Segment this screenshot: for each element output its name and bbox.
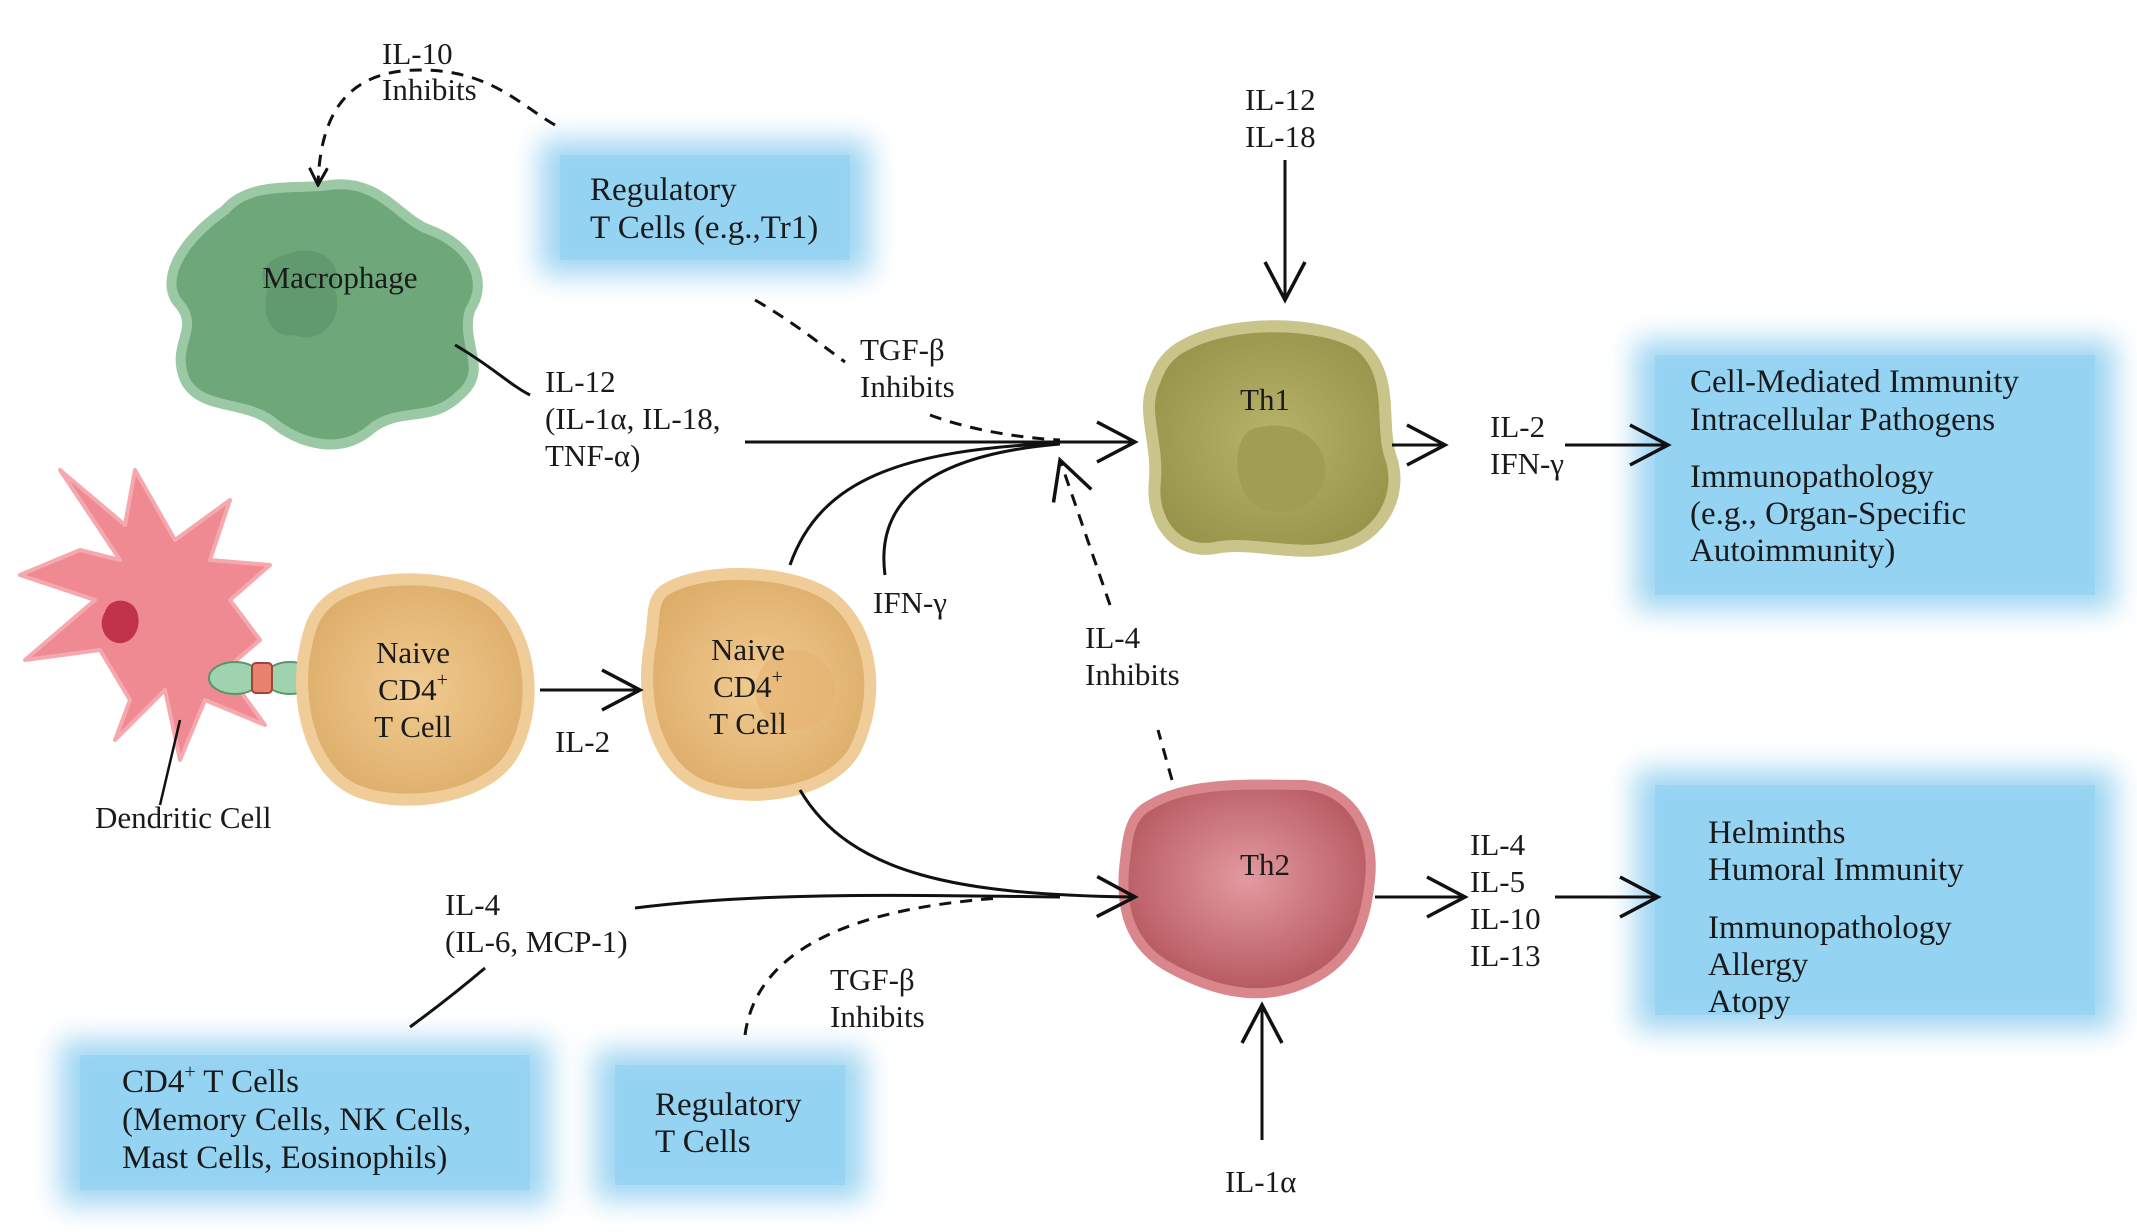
th2-result-line4: Allergy (1708, 947, 1809, 983)
naive-2-line2: CD4+ (713, 666, 783, 704)
ifng-label: IFN-γ (873, 585, 947, 620)
treg-top-box: Regulatory T Cells (e.g.,Tr1) (540, 140, 870, 275)
cd4-source-line2: (Memory Cells, NK Cells, (122, 1102, 471, 1138)
receptor-synapse-icon (208, 661, 319, 695)
th1-result-line5: Autoimmunity) (1690, 533, 1895, 569)
tgf-top-dash-1 (754, 298, 846, 364)
il4-inhibit-dash-lower (1156, 729, 1174, 781)
th1-cell: Th1 (1142, 320, 1401, 557)
macrophage-label: Macrophage (263, 260, 418, 295)
tgf-top-label-1: TGF-β (860, 332, 945, 367)
dendritic-cell (18, 468, 272, 762)
th2-output-label-4: IL-13 (1470, 938, 1541, 973)
th1-output-label-1: IL-2 (1490, 409, 1545, 444)
th2-cell: Th2 (1118, 779, 1376, 999)
il10-inhibit-arrow (318, 68, 556, 185)
naive-1-line1: Naive (376, 635, 450, 670)
ifng-feedback-curve (882, 442, 1061, 576)
th2-result-line3: Immunopathology (1708, 910, 1952, 946)
naive-1-line2: CD4+ (378, 669, 448, 707)
tgf-top-dash-2 (929, 413, 1061, 442)
cd4-source-line1: CD4+ T Cells (122, 1061, 299, 1100)
cd4-source-box: CD4+ T Cells (Memory Cells, NK Cells, Ma… (60, 1040, 550, 1205)
naive-1-line3: T Cell (374, 709, 452, 744)
tgf-top-label-2: Inhibits (860, 369, 955, 404)
tgf-bottom-dash (743, 896, 1001, 1036)
il10-label-1: IL-10 (382, 36, 453, 71)
th2-result-box: Helminths Humoral Immunity Immunopatholo… (1635, 770, 2115, 1030)
th2-output-label-3: IL-10 (1470, 901, 1541, 936)
th1-result-line2: Intracellular Pathogens (1690, 402, 1995, 438)
naive-2-line3: T Cell (709, 706, 787, 741)
macrophage-cell: Macrophage (166, 179, 483, 450)
il4-to-th2-curve (634, 893, 1061, 910)
naive2-to-th2-curve (798, 789, 1139, 919)
il12-label-3: TNF-α) (545, 438, 640, 473)
th1-result-line3: Immunopathology (1690, 459, 1934, 495)
th1-input-label-1: IL-12 (1245, 82, 1316, 117)
il10-label-2: Inhibits (382, 72, 477, 107)
th2-result-line5: Atopy (1708, 984, 1791, 1020)
naive-cd4-cell-2: Naive CD4+ T Cell (641, 567, 877, 801)
th2-result-line1: Helminths (1708, 815, 1846, 851)
naive-2-line1: Naive (711, 632, 785, 667)
naive2-to-th1-curve (788, 441, 1061, 566)
treg-bottom-line2: T Cells (655, 1124, 751, 1160)
il4-label-2: (IL-6, MCP-1) (445, 924, 628, 959)
il1a-label: IL-1α (1225, 1164, 1296, 1199)
th1-label: Th1 (1240, 382, 1290, 417)
il4-inhibit-arrow (1051, 456, 1112, 606)
tgf-bottom-label-1: TGF-β (830, 962, 915, 997)
th1-result-line1: Cell-Mediated Immunity (1690, 364, 2020, 400)
cd4-source-line3: Mast Cells, Eosinophils) (122, 1140, 447, 1176)
treg-top-line2: T Cells (e.g.,Tr1) (590, 210, 818, 246)
th1-result-line4: (e.g., Organ-Specific (1690, 496, 1966, 532)
th1-input-label-2: IL-18 (1245, 119, 1316, 154)
treg-bottom-box: Regulatory T Cells (595, 1050, 865, 1200)
dendritic-pointer (158, 719, 182, 806)
th2-output-label-2: IL-5 (1470, 864, 1525, 899)
il12-label-2: (IL-1α, IL-18, (545, 401, 720, 436)
macrophage-il12-pointer (454, 343, 531, 397)
tgf-bottom-label-2: Inhibits (830, 999, 925, 1034)
dendritic-label: Dendritic Cell (95, 800, 271, 835)
il4-inhibit-label-2: Inhibits (1085, 657, 1180, 692)
il12-label-1: IL-12 (545, 364, 616, 399)
il4-label-1: IL-4 (445, 887, 501, 922)
treg-bottom-line1: Regulatory (655, 1087, 802, 1123)
naive-cd4-cell-1: Naive CD4+ T Cell (296, 573, 535, 806)
il2-label: IL-2 (555, 724, 610, 759)
cd4-box-pointer (409, 966, 486, 1029)
treg-top-line1: Regulatory (590, 172, 737, 208)
th2-label: Th2 (1240, 847, 1290, 882)
th1-result-box: Cell-Mediated Immunity Intracellular Pat… (1635, 340, 2115, 610)
th2-output-label-1: IL-4 (1470, 827, 1526, 862)
il4-inhibit-label-1: IL-4 (1085, 620, 1141, 655)
th1-output-label-2: IFN-γ (1490, 446, 1564, 481)
th2-result-line2: Humoral Immunity (1708, 852, 1964, 888)
